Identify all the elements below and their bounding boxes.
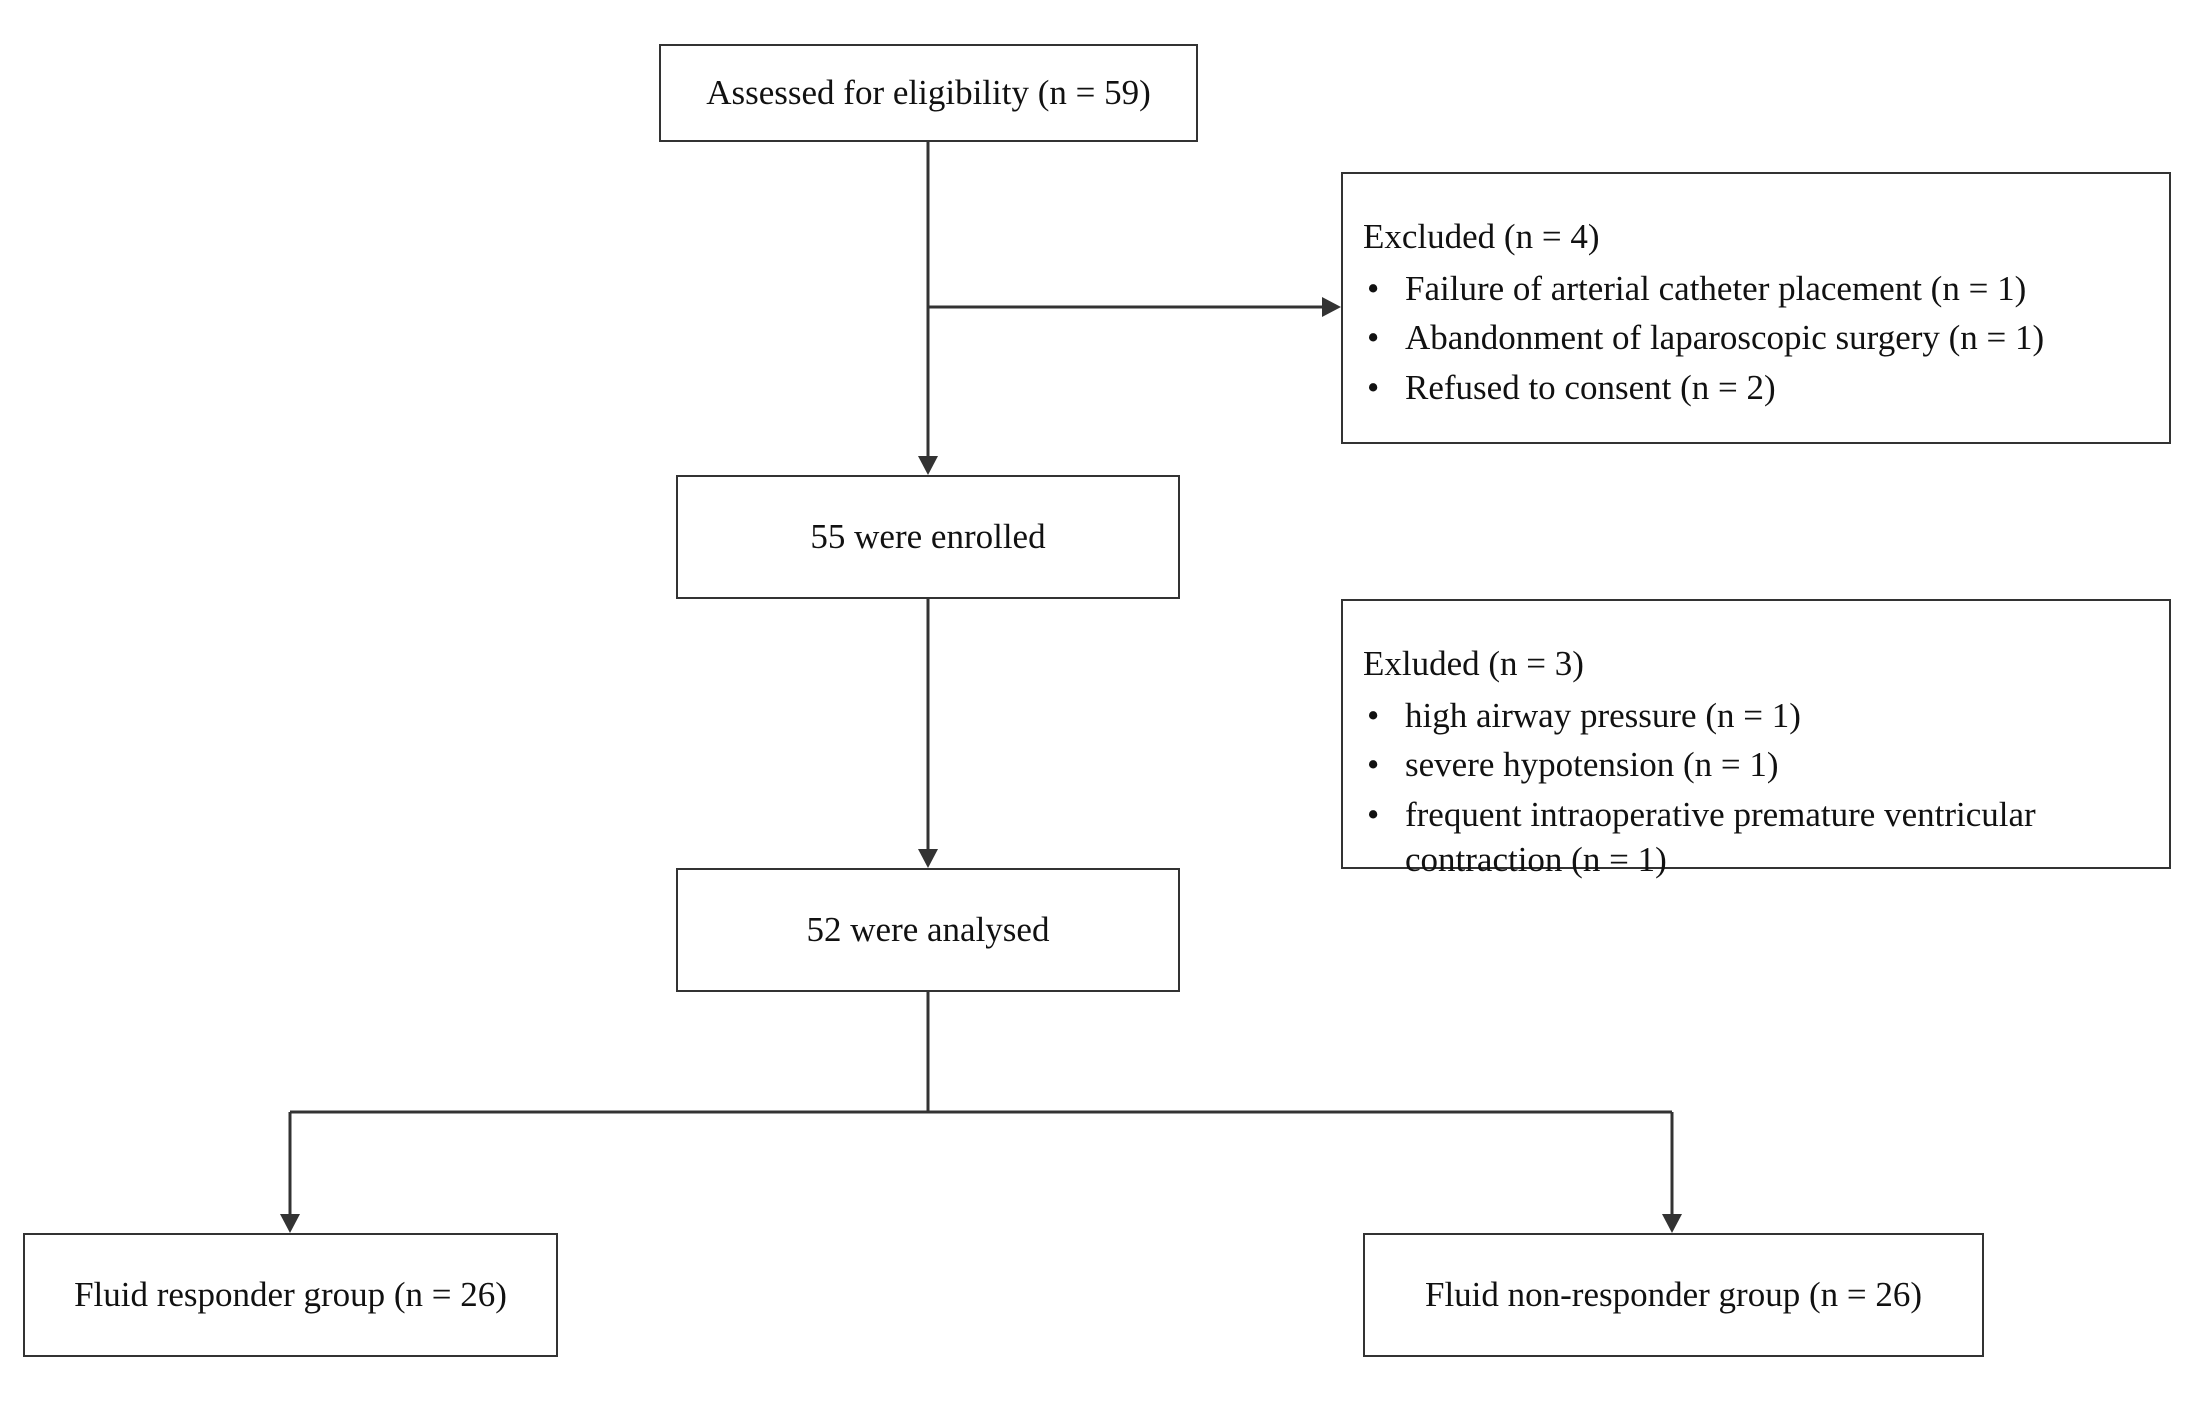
excluded-item-text: Refused to consent (n = 2) bbox=[1405, 367, 1776, 407]
exluded-item-text: frequent intraoperative premature ventri… bbox=[1405, 794, 2036, 880]
excluded-item: • Refused to consent (n = 2) bbox=[1363, 365, 2149, 411]
non-responder-group-label: Fluid non-responder group (n = 26) bbox=[1424, 1275, 1923, 1315]
arrowhead-analysed bbox=[918, 849, 938, 868]
exluded-list: • high airway pressure (n = 1) • severe … bbox=[1363, 693, 2149, 883]
analysed-label: 52 were analysed bbox=[806, 910, 1050, 950]
arrowhead-non-responder bbox=[1662, 1214, 1682, 1233]
excluded-item: • Abandonment of laparoscopic surgery (n… bbox=[1363, 315, 2149, 361]
exluded-item-text: high airway pressure (n = 1) bbox=[1405, 695, 1801, 735]
excluded-item: • Failure of arterial catheter placement… bbox=[1363, 266, 2149, 312]
analysed-box: 52 were analysed bbox=[676, 868, 1180, 992]
exluded-item: • frequent intraoperative premature vent… bbox=[1363, 792, 2149, 883]
exluded-item: • severe hypotension (n = 1) bbox=[1363, 742, 2149, 788]
excluded-list: • Failure of arterial catheter placement… bbox=[1363, 266, 2149, 411]
excluded-box: Excluded (n = 4) • Failure of arterial c… bbox=[1341, 172, 2171, 444]
exluded-item-text: severe hypotension (n = 1) bbox=[1405, 745, 1779, 784]
enrolled-box: 55 were enrolled bbox=[676, 475, 1180, 599]
bullet-icon: • bbox=[1367, 745, 1380, 784]
non-responder-group-box: Fluid non-responder group (n = 26) bbox=[1363, 1233, 1984, 1357]
exluded-item: • high airway pressure (n = 1) bbox=[1363, 693, 2149, 739]
excluded-item-text: Failure of arterial catheter placement (… bbox=[1405, 268, 2027, 308]
enrolled-label: 55 were enrolled bbox=[810, 517, 1046, 557]
excluded-item-text: Abandonment of laparoscopic surgery (n =… bbox=[1405, 318, 2045, 357]
responder-group-label: Fluid responder group (n = 26) bbox=[74, 1275, 507, 1315]
bullet-icon: • bbox=[1367, 695, 1380, 735]
responder-group-box: Fluid responder group (n = 26) bbox=[23, 1233, 558, 1357]
arrowhead-enrolled bbox=[918, 456, 938, 475]
assessed-box: Assessed for eligibility (n = 59) bbox=[659, 44, 1198, 142]
excluded-title: Excluded (n = 4) bbox=[1363, 217, 1600, 256]
bullet-icon: • bbox=[1367, 367, 1380, 407]
assessed-label: Assessed for eligibility (n = 59) bbox=[706, 73, 1151, 113]
arrowhead-responder bbox=[280, 1214, 300, 1233]
arrowhead-excluded bbox=[1322, 297, 1341, 317]
bullet-icon: • bbox=[1367, 794, 1380, 834]
exluded-title: Exluded (n = 3) bbox=[1363, 644, 1584, 683]
exluded-box: Exluded (n = 3) • high airway pressure (… bbox=[1341, 599, 2171, 879]
bullet-icon: • bbox=[1367, 268, 1380, 308]
bullet-icon: • bbox=[1367, 318, 1380, 357]
